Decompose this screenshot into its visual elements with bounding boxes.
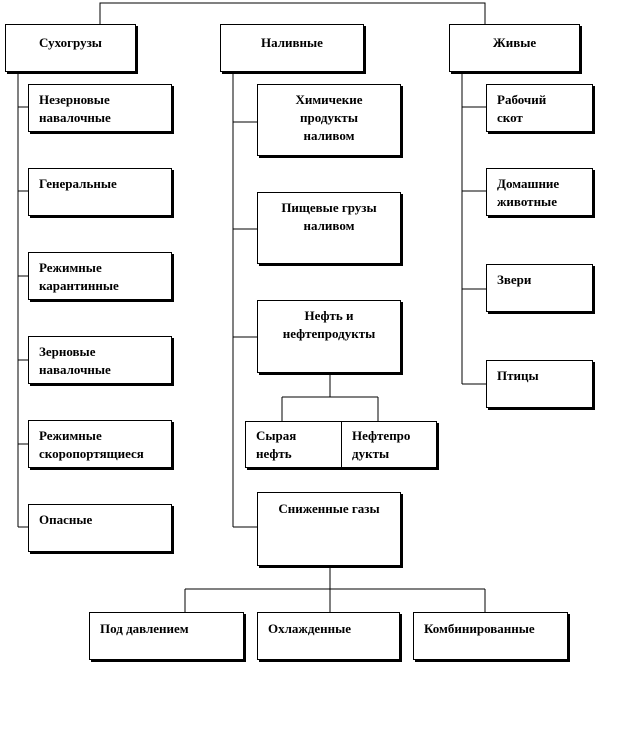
gas-type: Охлажденные [257,612,400,660]
dry-item: Генеральные [28,168,172,216]
liquid-item-gases: Сниженные газы [257,492,401,566]
oil-item-crude: Сырая нефть [245,421,342,468]
live-item: Птицы [486,360,593,408]
liquid-item-oil: Нефть и нефтепродукты [257,300,401,373]
dry-item: Режимные карантинные [28,252,172,300]
liquid-item-chemical: Химичекие продукты наливом [257,84,401,156]
live-item: Звери [486,264,593,312]
category-dry-cargo: Сухогрузы [5,24,136,72]
live-item: Домашние животные [486,168,593,216]
dry-item: Незерновые навалочные [28,84,172,132]
category-label: Наливные [261,35,323,50]
category-label: Сухогрузы [39,35,102,50]
oil-item-products: Нефтепро дукты [341,421,437,468]
dry-item: Опасные [28,504,172,552]
liquid-item-food: Пищевые грузы наливом [257,192,401,264]
dry-item: Режимные скоропортящиеся [28,420,172,468]
category-label: Живые [492,35,537,50]
category-live-cargo: Живые [449,24,580,72]
top-connector [99,2,486,24]
category-liquid-cargo: Наливные [220,24,364,72]
gas-type: Комбинированные [413,612,568,660]
live-item: Рабочий скот [486,84,593,132]
gas-type: Под давлением [89,612,244,660]
dry-item: Зерновые навалочные [28,336,172,384]
